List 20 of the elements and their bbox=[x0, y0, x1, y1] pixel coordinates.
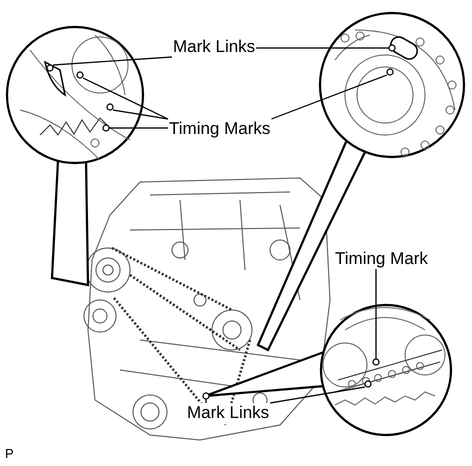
timing-point-mark bbox=[202, 392, 210, 400]
leader-line bbox=[256, 47, 389, 49]
timing-point-mark bbox=[102, 124, 110, 132]
leader-line bbox=[109, 127, 168, 129]
timing-point-mark bbox=[364, 380, 372, 388]
leader-line bbox=[271, 74, 388, 120]
timing-point-mark bbox=[106, 103, 114, 111]
timing-point-mark bbox=[76, 71, 84, 79]
callout-label: Timing Mark bbox=[334, 249, 429, 269]
callout-label: Mark Links bbox=[186, 403, 270, 423]
timing-point-mark bbox=[372, 358, 380, 366]
timing-point-mark bbox=[46, 64, 54, 72]
leader-line bbox=[375, 269, 377, 359]
leader-line bbox=[82, 77, 168, 120]
timing-point-mark bbox=[386, 68, 394, 76]
callout-label: Timing Marks bbox=[168, 119, 272, 139]
leader-line bbox=[112, 109, 168, 120]
leader-line bbox=[52, 56, 172, 66]
timing-point-mark bbox=[388, 44, 396, 52]
leader-line bbox=[270, 386, 366, 404]
